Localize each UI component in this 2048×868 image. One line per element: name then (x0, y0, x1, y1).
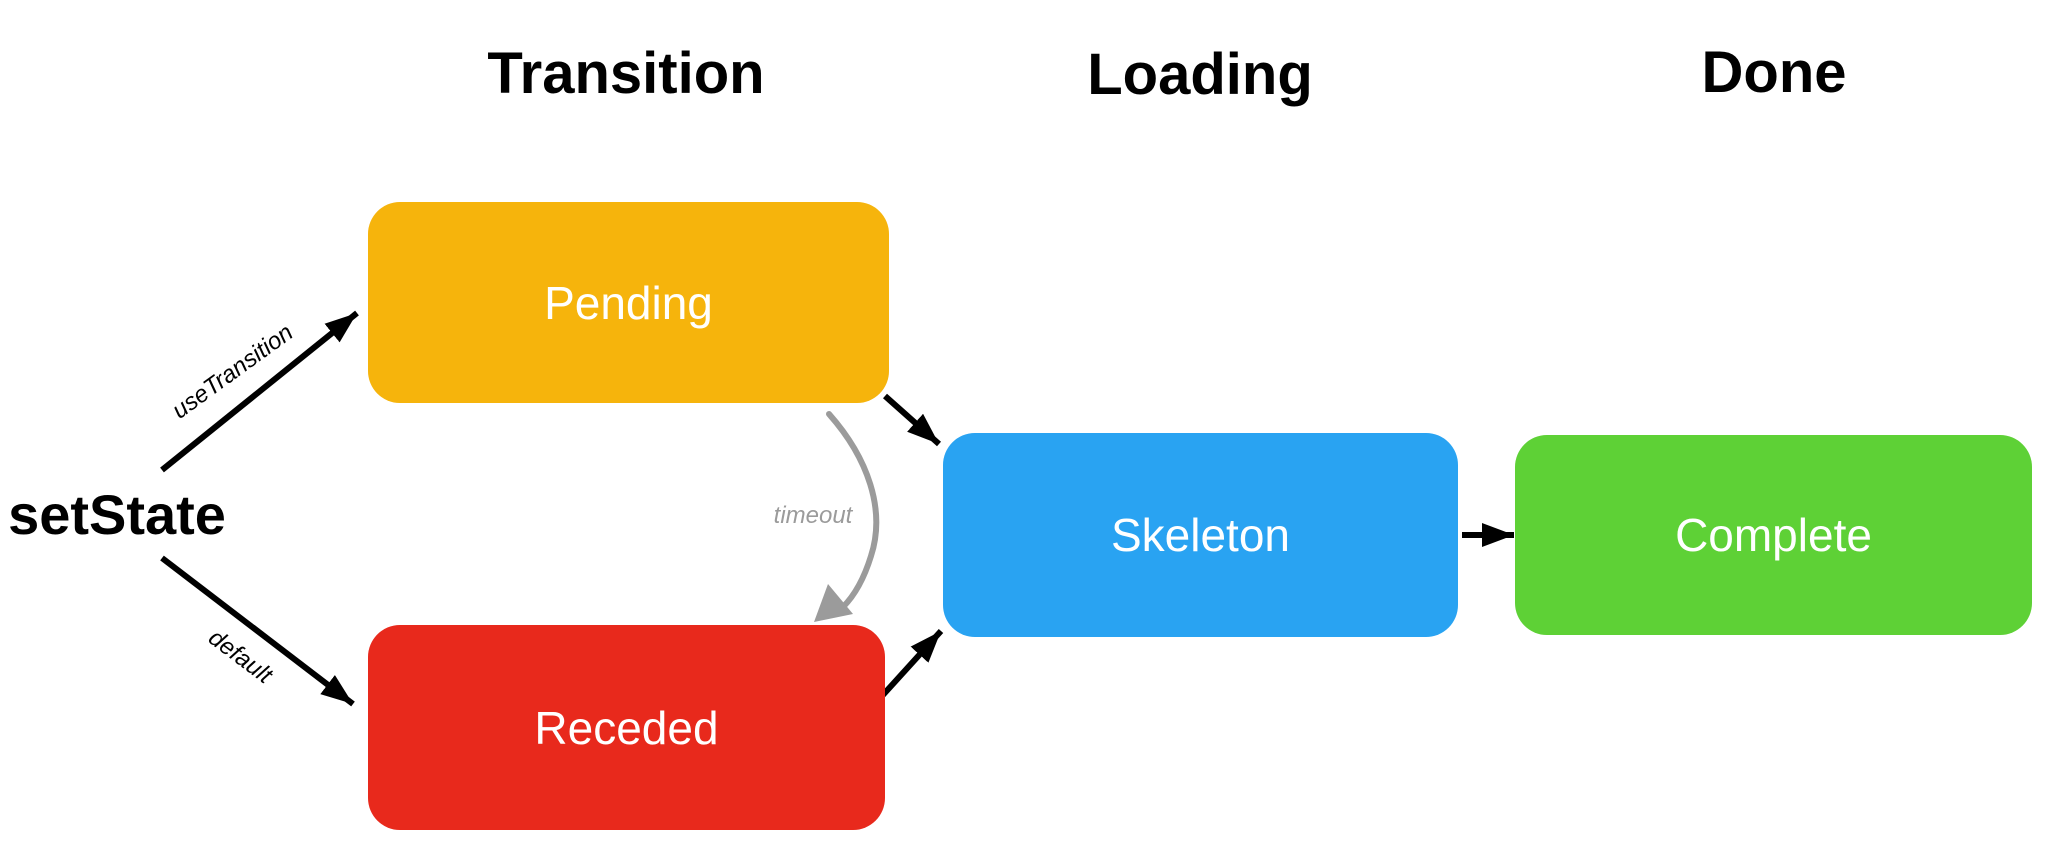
node-pending-label: Pending (544, 276, 713, 329)
edge-label-default: default (203, 624, 278, 690)
column-header-transition: Transition (487, 41, 765, 106)
arrow-pending-to-skeleton (883, 393, 941, 447)
timeout-arrowhead-icon (814, 584, 853, 622)
node-receded-label: Receded (534, 701, 719, 754)
node-skeleton-label: Skeleton (1110, 509, 1290, 561)
node-skeleton: Skeleton (943, 433, 1458, 637)
arrow-receded-to-skeleton (879, 628, 944, 699)
node-complete: Complete (1515, 435, 2032, 635)
edge-label-usetransition: useTransition (167, 318, 299, 425)
node-receded: Receded (368, 625, 885, 830)
edge-label-timeout: timeout (773, 502, 853, 529)
node-complete-label: Complete (1675, 509, 1872, 561)
setstate-label: setState (8, 483, 226, 546)
node-pending: Pending (368, 202, 889, 403)
column-header-done: Done (1701, 40, 1847, 105)
column-header-loading: Loading (1087, 42, 1313, 107)
